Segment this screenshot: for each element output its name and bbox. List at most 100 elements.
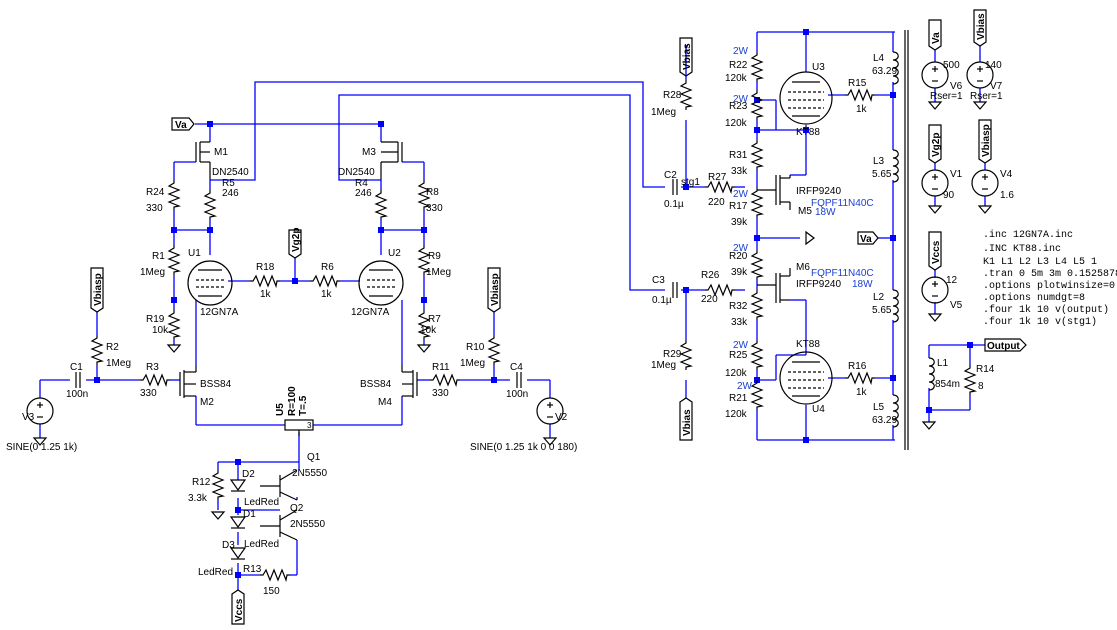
svg-text:18W: 18W (852, 279, 873, 290)
svg-text:Va: Va (860, 234, 872, 245)
mosfet-m1 (195, 141, 211, 180)
svg-text:D3: D3 (222, 540, 235, 551)
svg-text:V1: V1 (950, 169, 963, 180)
tube-u2 (358, 260, 404, 306)
mosfet-m5 (757, 175, 791, 210)
svg-text:R5: R5 (222, 178, 235, 189)
svg-text:R1: R1 (152, 251, 165, 262)
svg-text:R25: R25 (729, 350, 748, 361)
svg-text:LedRed: LedRed (244, 539, 279, 550)
svg-text:R19: R19 (146, 314, 165, 325)
svg-text:V2: V2 (555, 412, 568, 423)
svg-text:63.29: 63.29 (872, 415, 897, 426)
svg-text:10k: 10k (152, 325, 169, 336)
svg-text:1Meg: 1Meg (140, 267, 165, 278)
tube-u4 (779, 351, 833, 405)
svg-text:150: 150 (263, 586, 280, 597)
wires (39, 31, 986, 590)
bjt-q2 (260, 509, 298, 541)
flag-vccs-bottom: Vccs (231, 589, 245, 625)
svg-text:R22: R22 (729, 60, 748, 71)
svg-text:V5: V5 (950, 300, 963, 311)
svg-text:M3: M3 (362, 147, 376, 158)
svg-text:R4: R4 (355, 178, 368, 189)
svg-text:1Meg: 1Meg (460, 358, 485, 369)
svg-text:R24: R24 (146, 187, 165, 198)
svg-text:10k: 10k (420, 325, 437, 336)
svg-text:BSS84: BSS84 (360, 379, 392, 390)
svg-text:BSS84: BSS84 (200, 379, 232, 390)
svg-text:140: 140 (985, 60, 1002, 71)
svg-text:D1: D1 (243, 509, 256, 520)
svg-text:12GN7A: 12GN7A (200, 307, 239, 318)
svg-text:C1: C1 (70, 362, 83, 373)
flag-vbias-upper: Vbias (679, 37, 693, 77)
svg-text:1k: 1k (856, 387, 868, 398)
spice-directives: .inc 12GN7A.inc .INC KT88.inc K1 L1 L2 L… (983, 229, 1117, 328)
svg-text:R26: R26 (701, 270, 720, 281)
svg-text:3.3k: 3.3k (188, 493, 208, 504)
svg-text:1Meg: 1Meg (651, 107, 676, 118)
svg-text:M1: M1 (214, 147, 228, 158)
svg-text:330: 330 (432, 388, 449, 399)
svg-text:LedRed: LedRed (198, 567, 233, 578)
flag-va-top: Va (928, 19, 942, 51)
flag-vbias-top: Vbias (973, 9, 987, 47)
svg-text:246: 246 (355, 188, 372, 199)
svg-text:2W: 2W (733, 340, 749, 351)
svg-text:R21: R21 (729, 393, 748, 404)
svg-text:C4: C4 (510, 362, 523, 373)
svg-text:Output: Output (987, 341, 1020, 352)
svg-text:R8: R8 (426, 187, 439, 198)
svg-text:5.65: 5.65 (872, 169, 892, 180)
svg-text:.options numdgt=8: .options numdgt=8 (983, 292, 1085, 304)
svg-text:2W: 2W (733, 189, 749, 200)
mosfet-m2 (179, 365, 197, 398)
svg-text:.four 1k 10 v(stg1): .four 1k 10 v(stg1) (983, 316, 1097, 328)
svg-text:Vccs: Vccs (234, 598, 245, 622)
svg-text:C3: C3 (652, 275, 665, 286)
mosfet-m3 (380, 141, 403, 180)
flag-vbiasp-right: Vbiasp (978, 119, 992, 164)
flag-output: Output (984, 338, 1027, 352)
leds (229, 479, 247, 560)
svg-text:R7: R7 (428, 314, 441, 325)
svg-text:V4: V4 (1000, 169, 1013, 180)
svg-text:12: 12 (946, 275, 958, 286)
svg-text:R2: R2 (106, 342, 119, 353)
svg-text:33k: 33k (731, 317, 748, 328)
mosfet-m6 (757, 268, 791, 303)
svg-text:R29: R29 (663, 349, 682, 360)
svg-text:DN2540: DN2540 (212, 167, 249, 178)
svg-text:Vbiasp: Vbiasp (490, 273, 501, 306)
svg-text:Vg2p: Vg2p (291, 228, 302, 252)
svg-text:63.29: 63.29 (872, 66, 897, 77)
svg-text:0.1µ: 0.1µ (664, 199, 684, 210)
svg-text:R27: R27 (708, 172, 727, 183)
svg-text:.tran 0 5m 3m 0.1525878u: .tran 0 5m 3m 0.1525878u (983, 269, 1117, 280)
svg-text:C2: C2 (664, 170, 677, 181)
svg-text:Vbiasp: Vbiasp (981, 124, 992, 157)
svg-text:Va: Va (175, 120, 187, 131)
grounds (33, 101, 992, 520)
svg-text:U5: U5 (275, 403, 286, 416)
svg-text:Q2: Q2 (290, 503, 304, 514)
svg-text:M4: M4 (378, 397, 392, 408)
svg-text:R10: R10 (466, 342, 485, 353)
svg-text:FQPF11N40C: FQPF11N40C (811, 268, 874, 279)
svg-text:2W: 2W (733, 243, 749, 254)
tube-u3 (779, 71, 833, 125)
svg-text:1k: 1k (856, 104, 868, 115)
svg-text:1Meg: 1Meg (106, 358, 131, 369)
svg-text:220: 220 (708, 197, 725, 208)
svg-text:33k: 33k (731, 166, 748, 177)
svg-text:R14: R14 (976, 364, 995, 375)
component-labels: M1 DN2540 R5 246 M3 DN2540 R4 246 R24 33… (6, 46, 1014, 597)
svg-text:KT88: KT88 (796, 339, 820, 350)
svg-text:2W: 2W (737, 381, 753, 392)
svg-text:R17: R17 (729, 201, 748, 212)
svg-text:LedRed: LedRed (244, 497, 279, 508)
svg-text:500: 500 (943, 60, 960, 71)
svg-text:R23: R23 (729, 101, 748, 112)
svg-text:L4: L4 (873, 53, 885, 64)
